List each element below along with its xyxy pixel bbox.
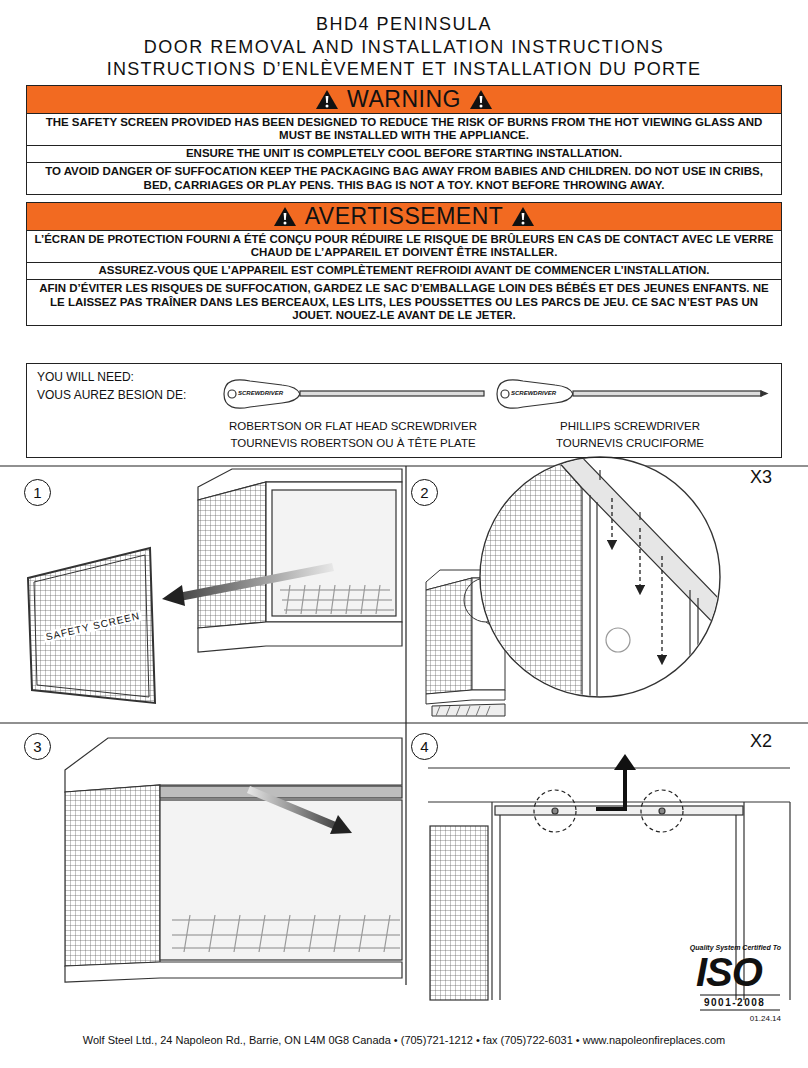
warning-header: WARNING — [27, 86, 781, 113]
warning-icon — [273, 206, 297, 227]
warning-icon — [315, 89, 339, 110]
quantity-label: X2 — [750, 731, 772, 752]
tools-heading: YOU WILL NEED: — [37, 370, 134, 384]
tools-heading: VOUS AUREZ BESION DE: — [37, 388, 186, 402]
step-number-text: 4 — [420, 739, 428, 754]
quantity-label: X3 — [750, 467, 772, 488]
arrow — [247, 786, 352, 834]
iso-logo — [700, 995, 780, 1010]
tool-label: TOURNEVIS CRUCIFORME — [480, 437, 780, 449]
fireplace-drawing — [198, 469, 402, 652]
title: BHD4 PENINSULA — [0, 14, 808, 35]
warning-text: ENSURE THE UNIT IS COMPLETELY COOL BEFOR… — [27, 145, 781, 163]
warning-text: THE SAFETY SCREEN PROVIDED HAS BEEN DESI… — [27, 113, 781, 145]
arrow — [162, 563, 334, 606]
tool-label: ROBERTSON OR FLAT HEAD SCREWDRIVER — [153, 420, 553, 432]
step-number: 3 — [24, 733, 51, 760]
step-number: 4 — [411, 733, 438, 760]
zoom-detail — [470, 450, 720, 710]
step-number: 1 — [24, 479, 51, 506]
date-code: 01.24.14 — [750, 1014, 781, 1023]
iso-standard: 9001-2008 — [704, 997, 765, 1009]
fireplace-drawing — [428, 768, 790, 1000]
warning-box: AVERTISSEMENTL’ÉCRAN DE PROTECTION FOURN… — [26, 202, 782, 326]
step-number-text: 3 — [33, 739, 41, 754]
warning-icon — [511, 206, 535, 227]
safety-screen-drawing — [28, 548, 155, 703]
certification-text: Quality System Certified To — [690, 944, 781, 951]
warning-text: TO AVOID DANGER OF SUFFOCATION KEEP THE … — [27, 162, 781, 194]
address-line: Wolf Steel Ltd., 24 Napoleon Rd., Barrie… — [4, 1034, 804, 1046]
handle-text: SCREWDRIVER — [238, 390, 283, 396]
warning-icon — [469, 89, 493, 110]
step-number: 2 — [411, 479, 438, 506]
fireplace-drawing — [65, 738, 402, 982]
tool-label: TOURNEVIS ROBERTSON OU À TÊTE PLATE — [153, 437, 553, 449]
subtitle: INSTRUCTIONS D’ENLÈVEMENT ET INSTALLATIO… — [4, 59, 804, 80]
warning-heading: AVERTISSEMENT — [305, 204, 504, 229]
handle-text: SCREWDRIVER — [511, 390, 556, 396]
warning-heading: WARNING — [347, 87, 461, 112]
iso-logo-text: ISO — [696, 950, 762, 994]
step-number-text: 2 — [420, 485, 428, 500]
tool-label: PHILLIPS SCREWDRIVER — [480, 420, 780, 432]
warning-box: WARNINGTHE SAFETY SCREEN PROVIDED HAS BE… — [26, 85, 782, 195]
screwdriver-icon — [224, 380, 767, 408]
subtitle: DOOR REMOVAL AND INSTALLATION INSTRUCTIO… — [4, 37, 804, 58]
warning-text: L’ÉCRAN DE PROTECTION FOURNI A ÉTÉ CONÇU… — [27, 230, 781, 262]
arrow — [596, 754, 636, 809]
warning-text: AFIN D’ÉVITER LES RISQUES DE SUFFOCATION… — [27, 279, 781, 324]
warning-header: AVERTISSEMENT — [27, 203, 781, 230]
warning-text: ASSUREZ-VOUS QUE L’APPAREIL EST COMPLÈTE… — [27, 262, 781, 280]
step-number-text: 1 — [33, 485, 41, 500]
